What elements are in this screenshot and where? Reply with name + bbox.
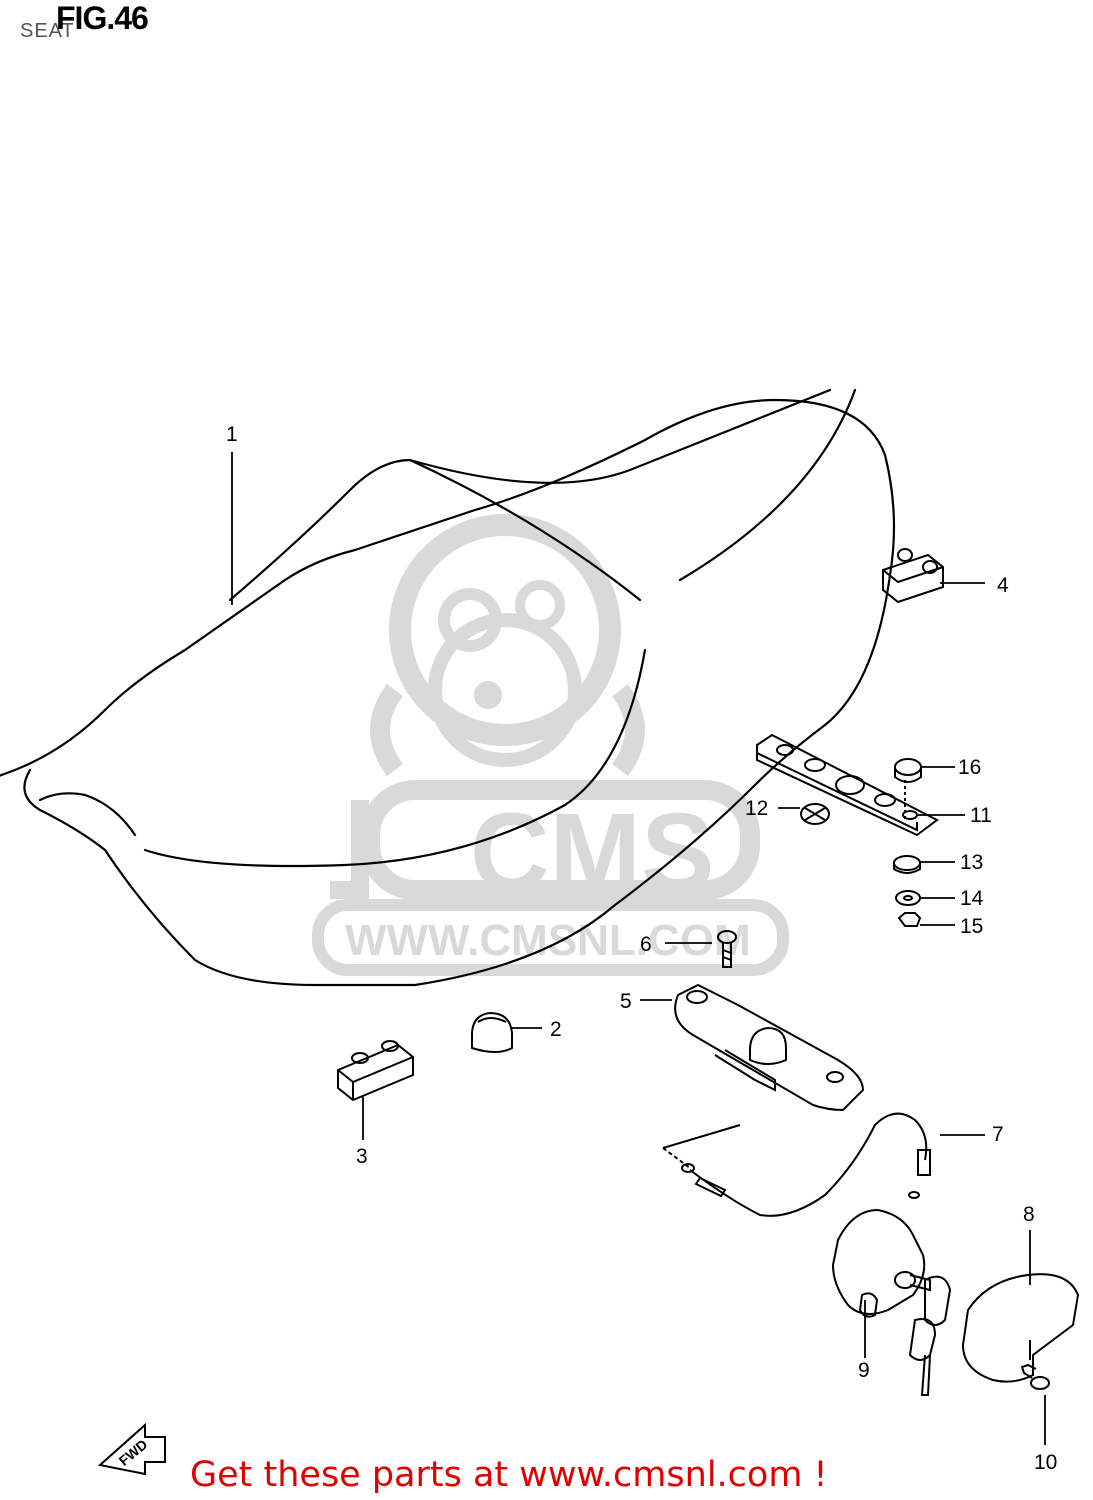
watermark-url: WWW.CMSNL.COM [345, 916, 751, 965]
callout-1: 1 [226, 423, 238, 446]
small-screw-part [1020, 1363, 1050, 1390]
cable-part [662, 1112, 931, 1217]
screw-part [717, 930, 737, 968]
callout-2: 2 [550, 1018, 562, 1041]
cms-watermark: CMS WWW.CMSNL.COM [312, 514, 789, 976]
callout-14: 14 [960, 887, 984, 910]
callout-3: 3 [356, 1145, 368, 1168]
figure-label: FIG.46 [56, 0, 149, 36]
callout-8: 8 [1023, 1203, 1035, 1226]
callout-5: 5 [620, 990, 632, 1013]
seat-part [0, 388, 896, 987]
rubber-block-part [337, 1040, 414, 1102]
grommet-part [800, 803, 830, 825]
lock-set-part [831, 1208, 952, 1396]
bracket-plate-part [756, 733, 939, 837]
forward-arrow: FWD [97, 1422, 166, 1476]
cushion-part [882, 548, 944, 604]
washers-nuts-part [893, 758, 922, 927]
callout-6: 6 [640, 933, 652, 956]
footer-link[interactable]: Get these parts at www.cmsnl.com ! [190, 1455, 828, 1495]
seat-lock-part [674, 983, 865, 1112]
leader-lines [231, 452, 1046, 1445]
callout-4: 4 [997, 574, 1009, 597]
cap-nut-part [471, 1011, 513, 1053]
cover-part [961, 1273, 1080, 1383]
callout-11: 11 [970, 804, 992, 827]
callout-13: 13 [960, 851, 983, 874]
section-title: SEAT [20, 20, 75, 42]
watermark-brand: CMS [470, 791, 714, 914]
callout-10: 10 [1034, 1451, 1057, 1474]
callout-7: 7 [992, 1123, 1004, 1146]
callout-9: 9 [858, 1359, 870, 1382]
mascot-logo [330, 514, 760, 900]
callout-labels: 1 2 3 4 5 6 7 8 9 10 11 12 13 14 15 16 [226, 423, 1057, 1474]
callout-15: 15 [960, 915, 983, 938]
callout-12: 12 [745, 797, 768, 820]
callout-16: 16 [958, 756, 981, 779]
